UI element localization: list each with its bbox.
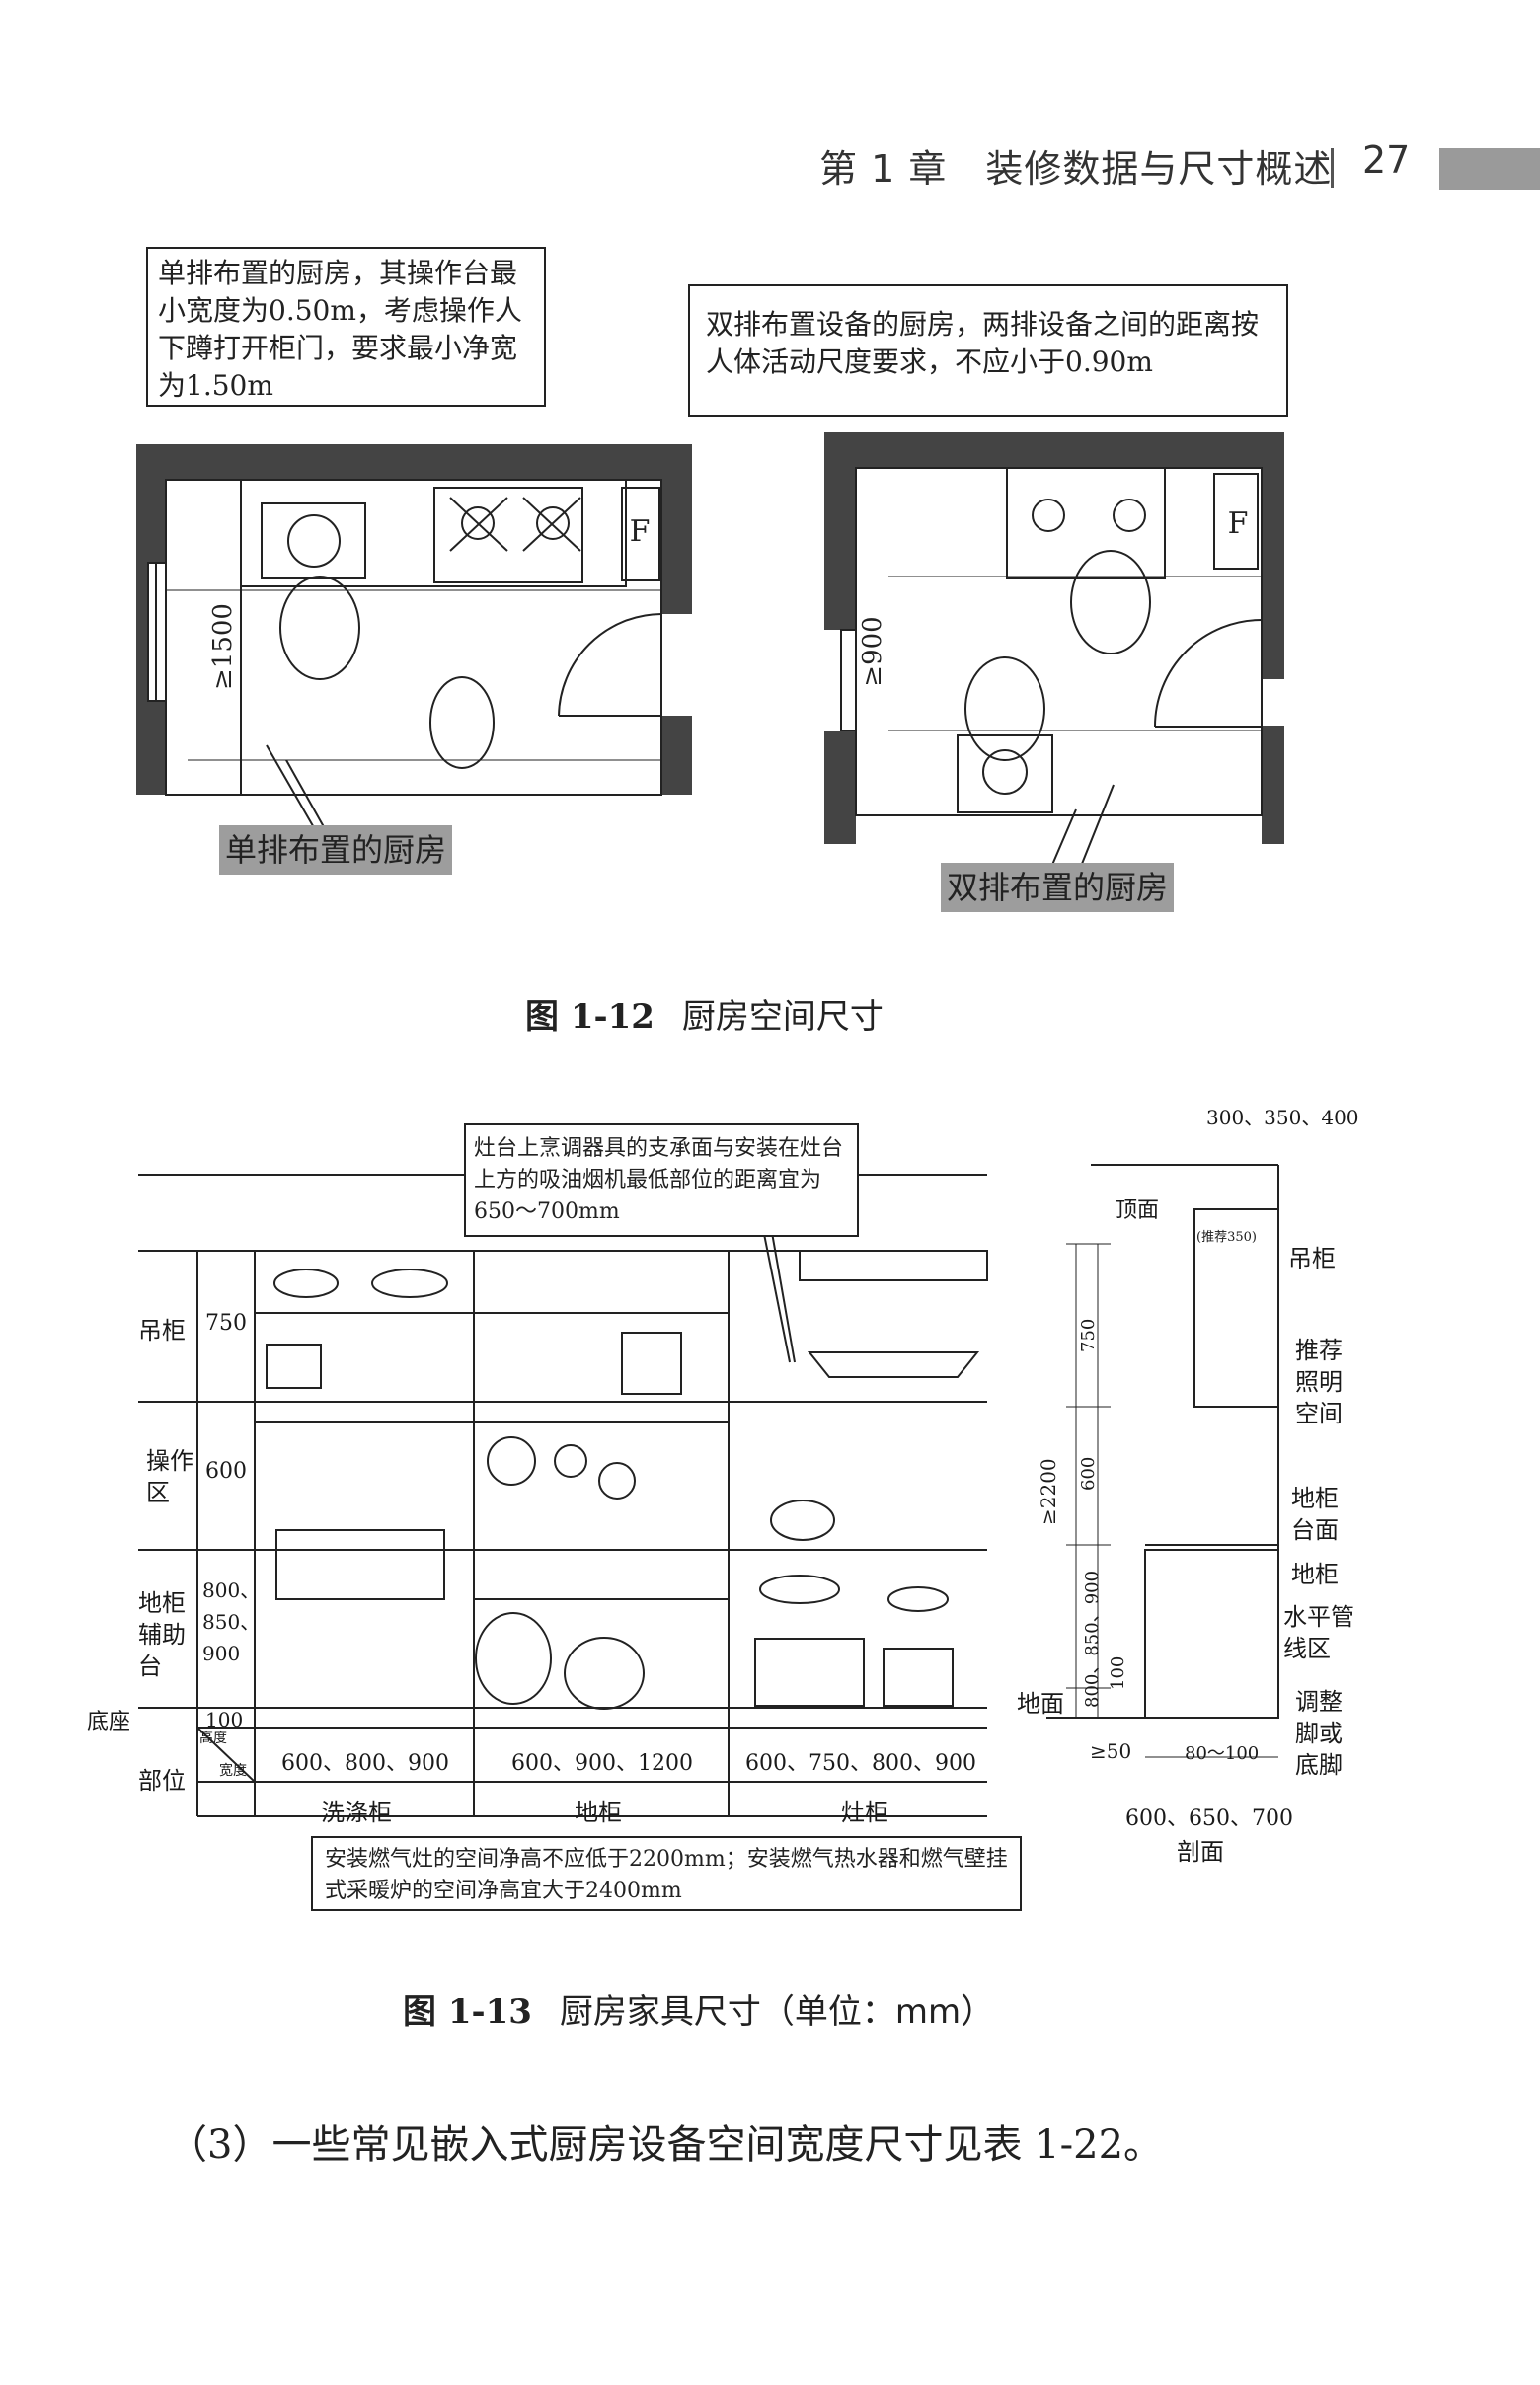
col-name-base: 地柜	[575, 1799, 622, 1826]
section-base-cabinet: 地柜	[1291, 1561, 1339, 1588]
body-paragraph: （3）一些常见嵌入式厨房设备空间宽度尺寸见表 1-22。	[168, 2122, 1164, 2168]
double-row-kitchen-plan	[824, 432, 1284, 880]
chapter-title: 第 1 章 装修数据与尺寸概述	[819, 147, 1333, 191]
row-label-part: 部位	[138, 1767, 186, 1795]
section-adjust-foot: 调整脚或底脚	[1295, 1688, 1343, 1779]
row-label-work-zone: 操作区	[146, 1447, 193, 1506]
fridge-label-left: F	[630, 514, 651, 549]
caption-fig12: 图 1-12 厨房空间尺寸	[525, 989, 884, 1038]
page-number: 27	[1362, 138, 1411, 182]
header-divider	[1331, 148, 1334, 188]
col-name-sink: 洗涤柜	[321, 1799, 392, 1826]
label-double-row: 双排布置的厨房	[941, 863, 1175, 912]
row-label-wall-cabinet: 吊柜	[138, 1317, 186, 1345]
section-d100: 100	[1108, 1655, 1128, 1690]
row-value-work-zone: 600	[205, 1459, 247, 1484]
section-d750: 750	[1078, 1318, 1099, 1352]
section-counter-top: 地柜台面	[1291, 1485, 1339, 1544]
note-single-row: 单排布置的厨房，其操作台最小宽度为0.50m，考虑操作人下蹲打开柜门，要求最小净…	[146, 247, 546, 407]
header-width: 宽度	[219, 1763, 247, 1779]
note-double-row: 双排布置设备的厨房，两排设备之间的距离按人体活动尺度要求，不应小于0.90m	[688, 284, 1288, 417]
dim-double: ≥900	[858, 616, 887, 686]
section-label: 剖面	[1177, 1838, 1224, 1866]
section-d600: 600	[1078, 1456, 1099, 1491]
section-d800: 800、850、900	[1082, 1570, 1103, 1708]
col-name-stove: 灶柜	[841, 1799, 888, 1826]
header-bar	[1439, 148, 1540, 190]
note-range-hood: 灶台上烹调器具的支承面与安装在灶台上方的吸油烟机最低部位的距离宜为650～700…	[464, 1123, 859, 1237]
section-depth-bottom: 600、650、700	[1125, 1807, 1293, 1831]
section-depth-top: 300、350、400	[1206, 1106, 1359, 1129]
row-value-base: 100	[205, 1708, 244, 1731]
section-wall-cabinet: 吊柜	[1288, 1245, 1336, 1272]
caption-fig12-num: 图 1-12	[525, 997, 654, 1037]
caption-fig13-num: 图 1-13	[403, 1992, 532, 2032]
row-label-base: 底座	[87, 1710, 131, 1734]
section-pipe-zone: 水平管线区	[1283, 1603, 1354, 1662]
header-height: 高度	[199, 1731, 227, 1746]
note-gas-height: 安装燃气灶的空间净高不应低于2200mm；安装燃气热水器和燃气壁挂式采暖炉的空间…	[311, 1836, 1022, 1911]
col-width-sink: 600、800、900	[281, 1751, 449, 1776]
fridge-label-right: F	[1228, 506, 1249, 541]
caption-fig13-text: 厨房家具尺寸（单位：mm）	[559, 1992, 995, 2032]
section-d50: ≥50	[1090, 1739, 1132, 1763]
label-single-row: 单排布置的厨房	[219, 825, 453, 875]
kitchen-furniture-drawing	[138, 1164, 1279, 1817]
kitchen-plan-drawings: ≥1500 F ≥900 F	[136, 432, 1284, 880]
section-total: ≥2200	[1037, 1458, 1060, 1525]
elevation-frame	[138, 1164, 988, 1817]
section-lighting: 推荐照明空间	[1295, 1337, 1343, 1427]
section-view	[1046, 1164, 1279, 1758]
single-row-kitchen-plan	[136, 444, 692, 858]
col-width-base: 600、900、1200	[511, 1751, 693, 1776]
section-ceiling: 顶面	[1116, 1198, 1160, 1223]
row-value-base-cabinet: 800、850、900	[202, 1578, 261, 1665]
row-value-wall-cabinet: 750	[205, 1311, 247, 1336]
section-floor: 地面	[1017, 1690, 1064, 1718]
section-d80: 80～100	[1185, 1743, 1260, 1764]
caption-fig13: 图 1-13 厨房家具尺寸（单位：mm）	[403, 1984, 994, 2033]
caption-fig12-text: 厨房空间尺寸	[681, 997, 884, 1037]
col-width-stove: 600、750、800、900	[745, 1751, 976, 1776]
row-label-base-cabinet: 地柜辅助台	[138, 1589, 186, 1680]
section-recommend: (推荐350)	[1196, 1230, 1257, 1245]
dim-single: ≥1500	[208, 603, 238, 690]
